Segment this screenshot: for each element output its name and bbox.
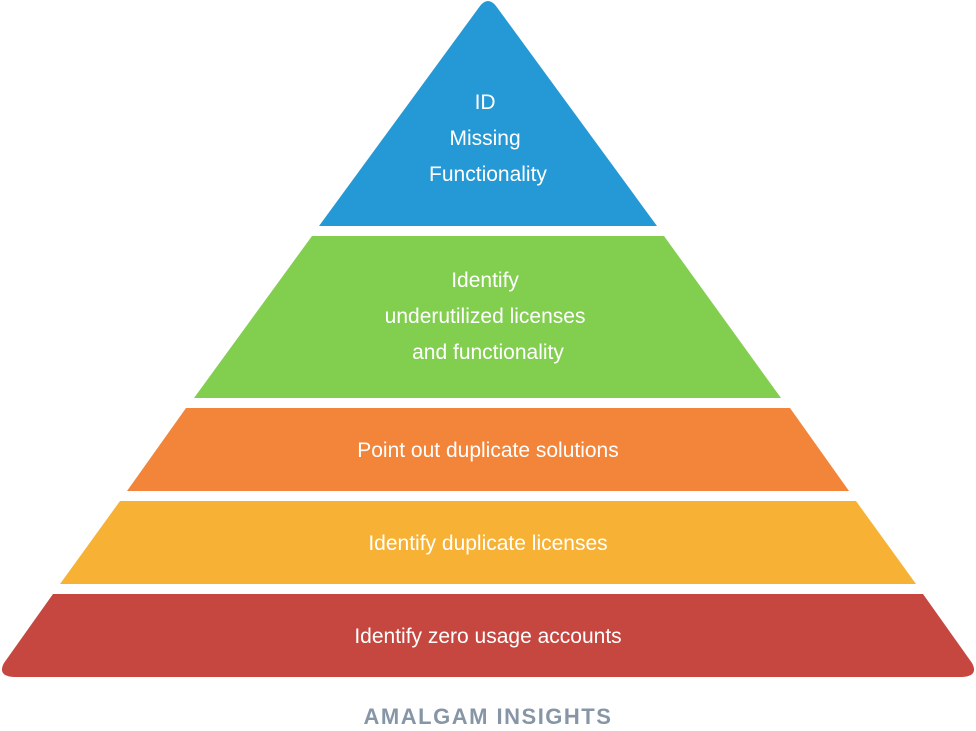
pyramid-tier-base-shape — [1, 594, 975, 677]
pyramid-tier-top: ID Missing Functionality — [319, 1, 657, 226]
tier-top-line-1: ID — [475, 91, 496, 114]
pyramid-tier-fourth-label: Identify duplicate licenses — [368, 532, 607, 555]
pyramid-tier-top-label: ID Missing Functionality — [429, 91, 547, 186]
pyramid-tier-fourth-shape — [60, 501, 916, 584]
pyramid-tier-base: Identify zero usage accounts — [1, 594, 975, 677]
pyramid-tier-middle: Point out duplicate solutions — [127, 408, 849, 491]
tier-second-line-1: Identify — [451, 269, 519, 292]
pyramid-tier-base-label: Identify zero usage accounts — [354, 625, 621, 648]
tier-top-line-3: Functionality — [429, 163, 547, 186]
tier-base-line-1: Identify zero usage accounts — [354, 625, 621, 648]
pyramid-tier-middle-shape — [127, 408, 849, 491]
tier-middle-line-1: Point out duplicate solutions — [357, 439, 619, 462]
pyramid-tier-second-shape — [194, 236, 781, 398]
pyramid-tier-second-label: Identify underutilized licenses and func… — [385, 269, 592, 364]
pyramid-diagram: ID Missing Functionality Identify underu… — [1, 1, 975, 677]
tier-second-line-3: and functionality — [412, 341, 564, 364]
brand-wordmark: AMALGAM INSIGHTS — [363, 704, 613, 729]
pyramid-tier-top-shape — [319, 1, 657, 226]
pyramid-tier-second: Identify underutilized licenses and func… — [194, 236, 781, 398]
pyramid-tier-fourth: Identify duplicate licenses — [60, 501, 916, 584]
tier-top-line-2: Missing — [449, 127, 520, 150]
tier-fourth-line-1: Identify duplicate licenses — [368, 532, 607, 555]
pyramid-tier-middle-label: Point out duplicate solutions — [357, 439, 619, 462]
tier-second-line-2: underutilized licenses — [385, 305, 586, 328]
